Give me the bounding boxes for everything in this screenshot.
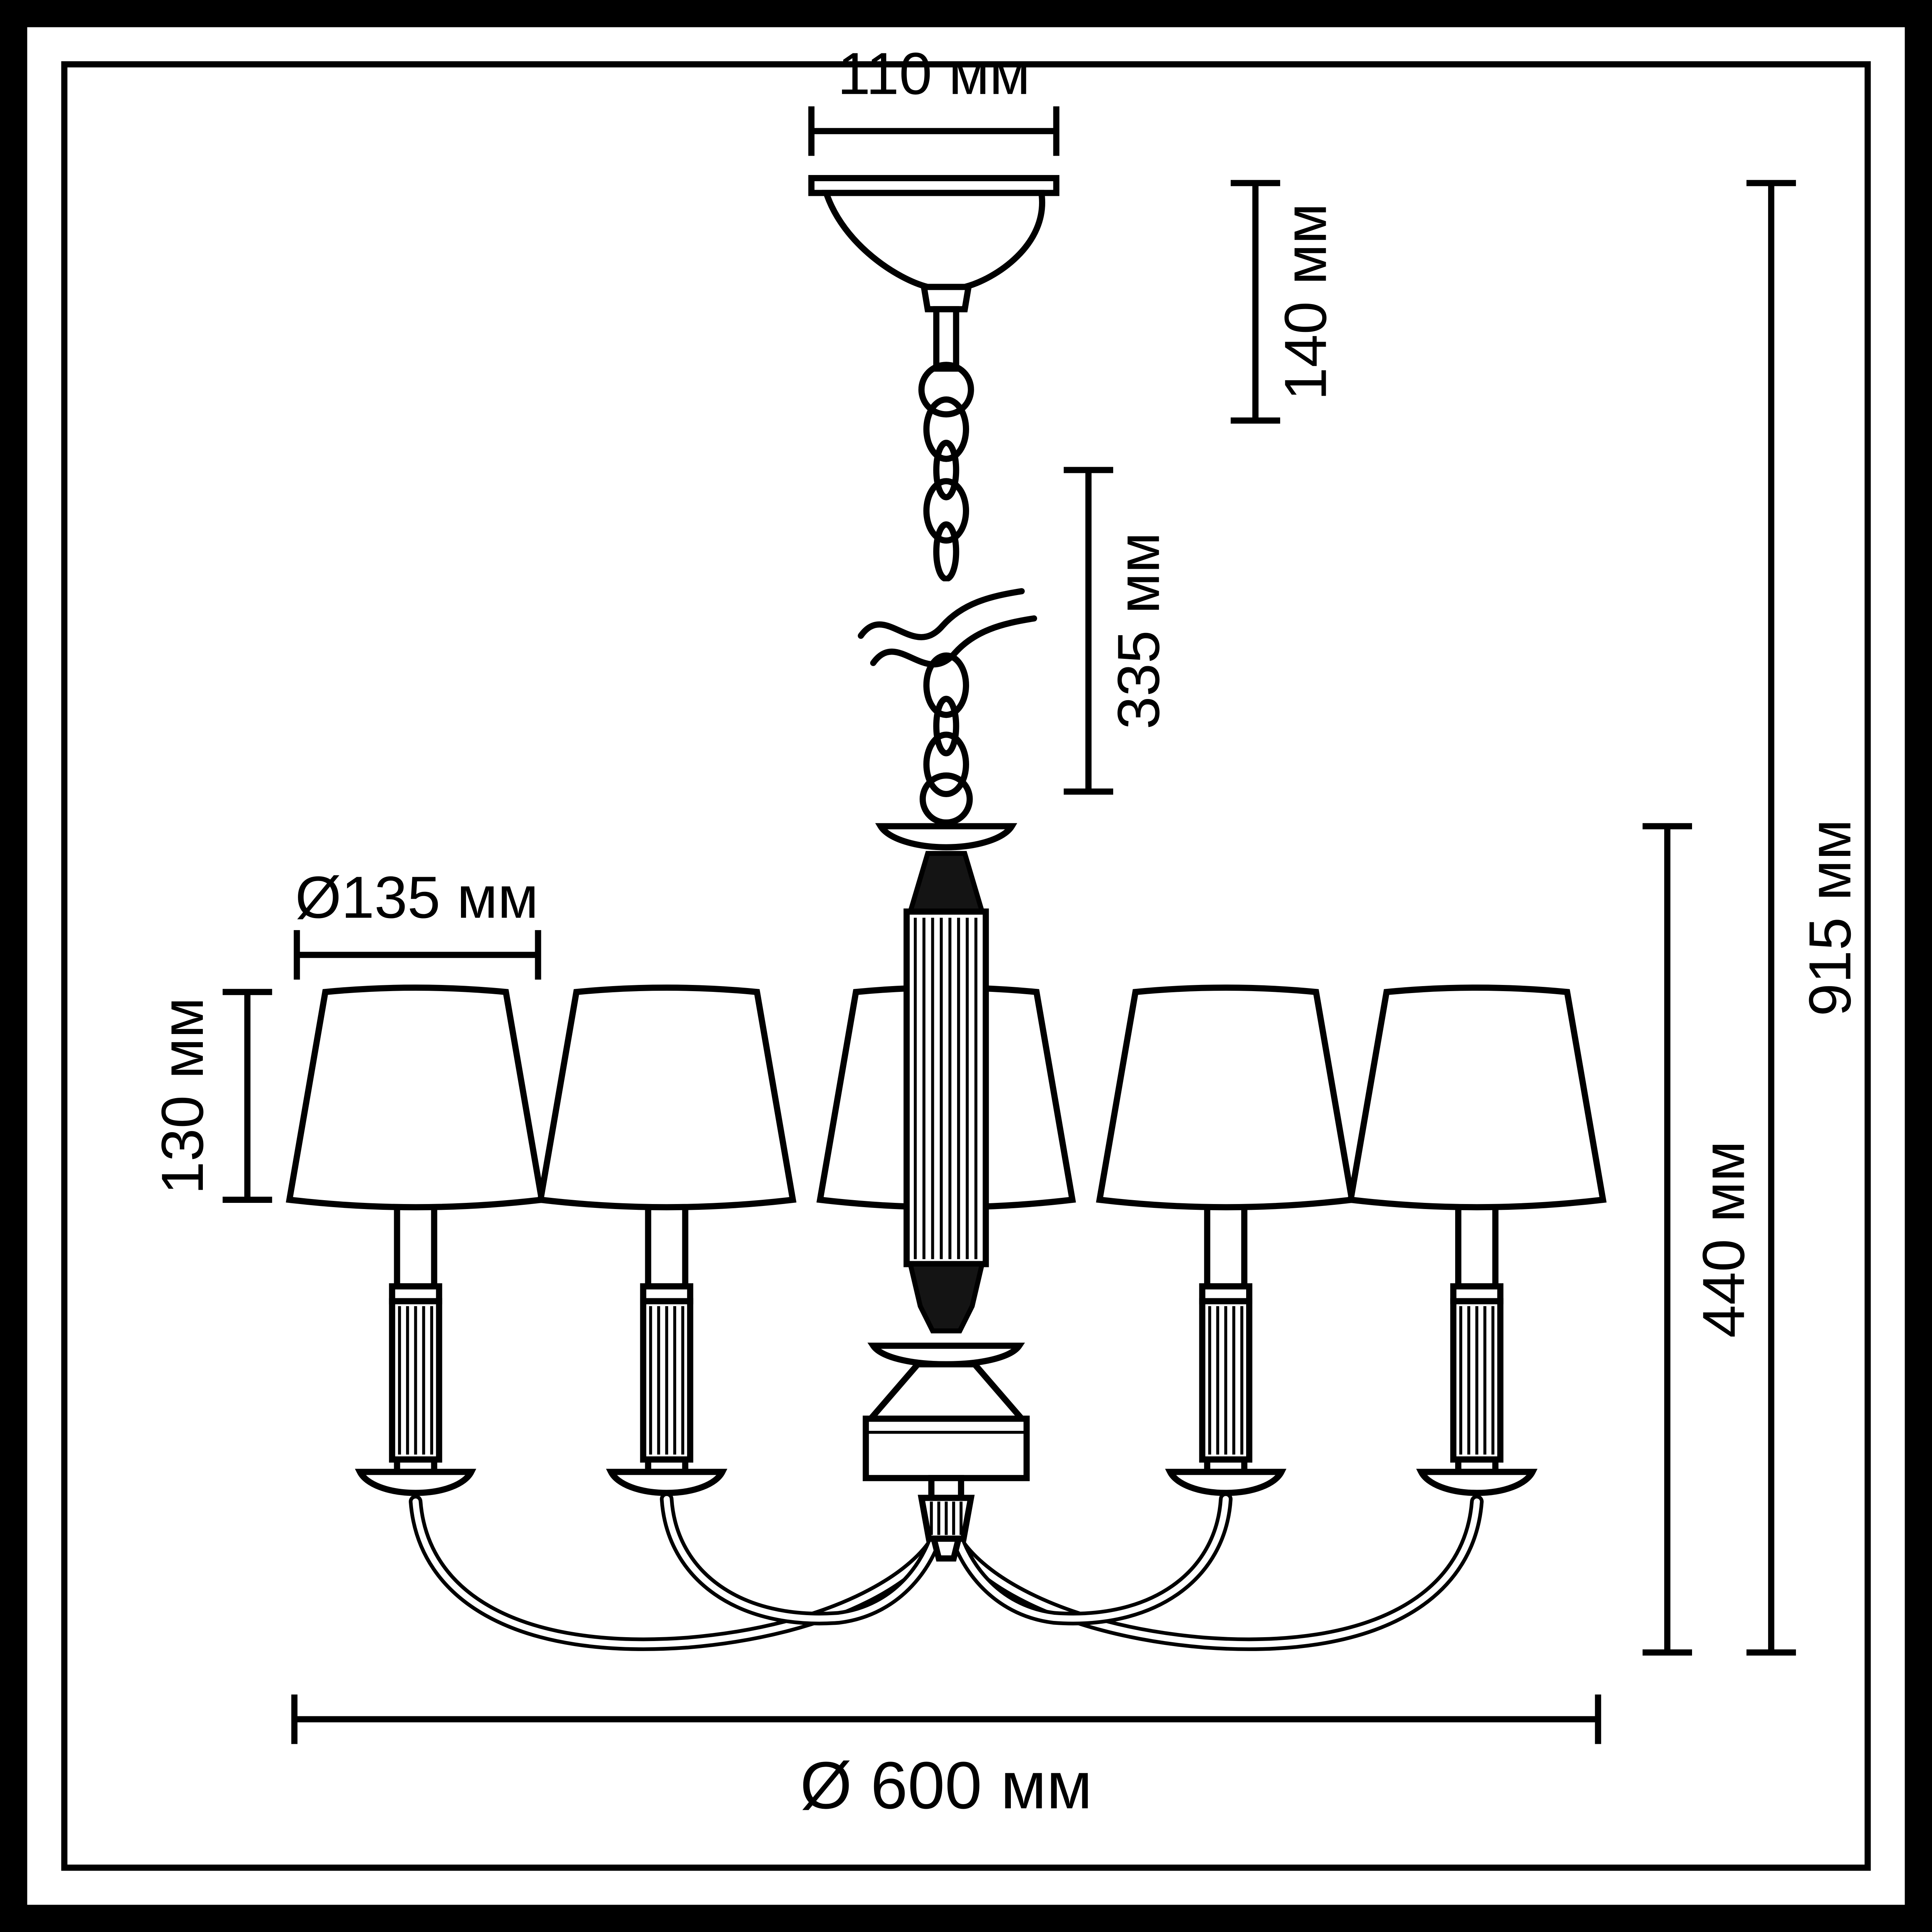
body-cone bbox=[864, 1361, 1029, 1422]
chain-link bbox=[933, 521, 959, 582]
chain-break-icon bbox=[857, 588, 1025, 640]
candle bbox=[606, 1201, 728, 1496]
chain-link bbox=[923, 731, 969, 798]
chain bbox=[853, 362, 1039, 826]
ceiling-canopy bbox=[808, 175, 1060, 313]
arm-right-inner bbox=[946, 1492, 1233, 1626]
lampshades bbox=[286, 985, 1607, 1211]
dim-line bbox=[1231, 180, 1281, 424]
chain-link bbox=[923, 396, 969, 462]
chain-ring-bottom bbox=[919, 772, 973, 826]
canopy-collar bbox=[920, 284, 972, 313]
dim-line bbox=[291, 1694, 1601, 1744]
dim-total-diameter-label: Ø 600 мм bbox=[800, 1748, 1093, 1823]
dim-line bbox=[808, 106, 1060, 156]
finial-flutes bbox=[930, 1502, 963, 1535]
canopy-bell bbox=[822, 190, 1045, 290]
dim-shade-diameter-label: Ø135 мм bbox=[295, 864, 539, 930]
dim-line bbox=[1063, 467, 1113, 795]
dim-total-diameter: Ø 600 мм bbox=[291, 1694, 1601, 1823]
lampshade bbox=[1347, 985, 1607, 1211]
arm-left-inner-core bbox=[663, 1496, 943, 1622]
candle bbox=[1416, 1201, 1538, 1496]
center-column-assembly bbox=[862, 823, 1030, 1481]
body-drum bbox=[862, 1415, 1030, 1481]
dim-line bbox=[223, 989, 272, 1203]
dim-shade-height: 130 мм bbox=[149, 989, 272, 1203]
arm-left-outer bbox=[408, 1495, 949, 1651]
arm-right-inner-core bbox=[949, 1496, 1229, 1622]
arm-left-outer-core bbox=[412, 1498, 946, 1648]
column-top-capital bbox=[907, 851, 986, 914]
dim-line bbox=[1642, 823, 1692, 1656]
candle bbox=[355, 1201, 476, 1496]
column-flutes bbox=[913, 918, 978, 1259]
dim-canopy-width-label: 110 мм bbox=[837, 40, 1030, 107]
chain-link bbox=[933, 439, 959, 500]
chain-ring-top bbox=[918, 362, 974, 418]
chain-link bbox=[933, 696, 959, 757]
column-bottom-capital bbox=[907, 1262, 985, 1333]
dim-line bbox=[294, 930, 541, 980]
chain-link bbox=[923, 652, 969, 718]
dim-chain-length: 335 мм bbox=[1063, 467, 1172, 795]
arm-left-inner bbox=[660, 1492, 947, 1626]
column-shaft bbox=[903, 908, 989, 1267]
lampshade bbox=[1096, 985, 1356, 1211]
hanging-rod bbox=[933, 306, 959, 372]
dim-body-height: 440 мм bbox=[1642, 823, 1757, 1656]
candles bbox=[355, 1201, 1538, 1496]
dim-total-height-label: 915 мм bbox=[1797, 819, 1863, 1016]
dim-canopy-drop-label: 140 мм bbox=[1272, 203, 1338, 400]
inner-frame bbox=[61, 61, 1871, 1871]
dim-canopy-drop: 140 мм bbox=[1231, 180, 1338, 424]
arms bbox=[408, 1492, 1484, 1651]
arm-right-outer bbox=[943, 1495, 1484, 1651]
dim-shade-diameter: Ø135 мм bbox=[294, 864, 541, 980]
column-top-saucer bbox=[875, 823, 1017, 850]
dim-body-height-label: 440 мм bbox=[1690, 1141, 1757, 1338]
chain-link bbox=[923, 478, 969, 544]
dim-total-height: 915 мм bbox=[1746, 180, 1863, 1656]
dim-shade-height-label: 130 мм bbox=[149, 997, 216, 1194]
finial-tip bbox=[930, 1536, 963, 1562]
candle bbox=[1165, 1201, 1287, 1496]
dim-chain-length-label: 335 мм bbox=[1105, 532, 1172, 729]
lampshade bbox=[286, 985, 546, 1211]
lampshade bbox=[537, 985, 797, 1211]
bottom-finial bbox=[918, 1475, 975, 1562]
dim-canopy-width: 110 мм bbox=[808, 40, 1060, 156]
arm-right-outer-core bbox=[947, 1498, 1480, 1648]
dim-line bbox=[1746, 180, 1796, 1656]
